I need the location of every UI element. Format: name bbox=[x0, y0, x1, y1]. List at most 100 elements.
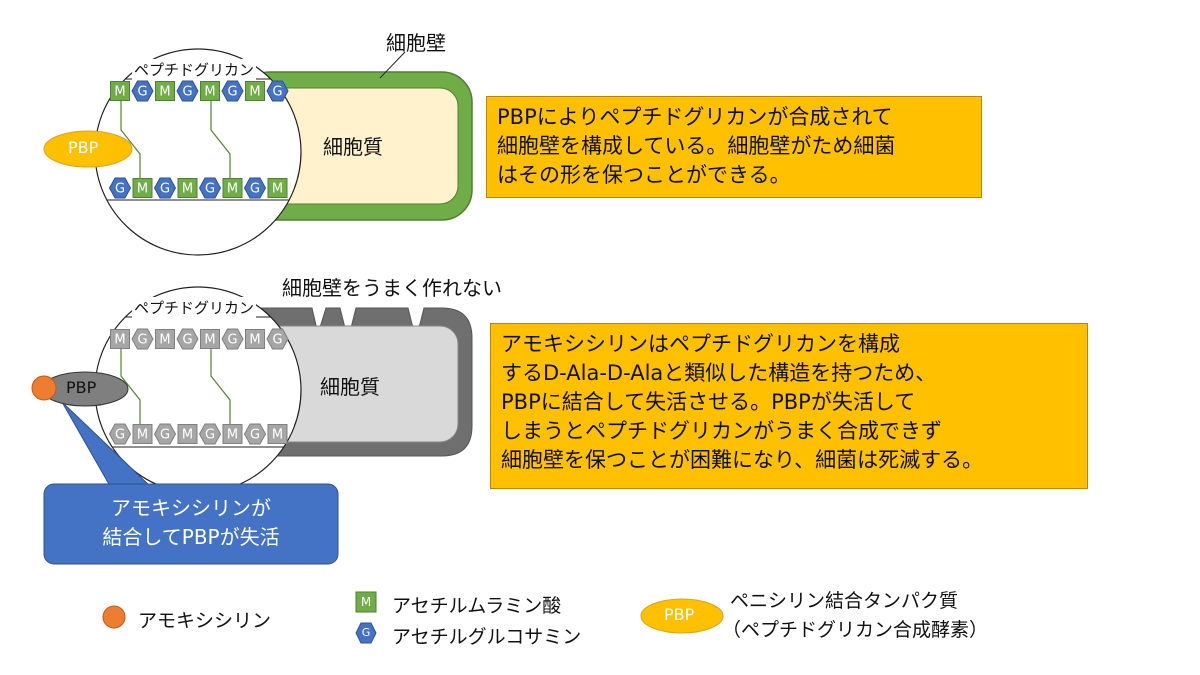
top-upper-glucosamine-unit bbox=[131, 80, 154, 102]
bottom-lower-glucosamine-unit bbox=[153, 423, 177, 445]
bottom-peptidoglycan-label: ペプチドグリカン bbox=[132, 297, 257, 318]
top-lower-glucosamine-unit bbox=[108, 177, 132, 199]
bottom-upper-glucosamine-unit bbox=[266, 328, 289, 350]
top-lower-muramic-unit bbox=[132, 178, 153, 198]
legend-g-icon bbox=[355, 622, 377, 644]
legend-m-symbol: M bbox=[360, 595, 372, 609]
bottom-upper-unit-letter: M bbox=[114, 333, 125, 348]
top-upper-unit-letter: M bbox=[204, 85, 215, 100]
callout-box bbox=[43, 483, 339, 565]
top-crosslink-1 bbox=[120, 101, 141, 179]
top-pbp-label: PBP bbox=[68, 138, 99, 157]
top-upper-unit-letter: M bbox=[249, 85, 260, 100]
bottom-upper-muramic-unit bbox=[200, 329, 220, 349]
bottom-lower-unit-letter: G bbox=[205, 428, 215, 443]
bottom-lower-muramic-unit bbox=[222, 424, 243, 444]
bottom-upper-glucosamine-unit bbox=[176, 328, 199, 350]
top-lower-muramic-unit bbox=[177, 178, 198, 198]
bottom-upper-muramic-unit bbox=[155, 329, 175, 349]
top-lower-glucosamine-unit bbox=[243, 177, 267, 199]
bottom-upper-unit-letter: G bbox=[227, 333, 237, 348]
top-wall-leader-line bbox=[379, 51, 406, 79]
top-upper-muramic-unit bbox=[245, 81, 265, 101]
top-upper-unit-letter: G bbox=[137, 85, 147, 100]
bottom-lower-unit-letter: G bbox=[115, 428, 125, 443]
bottom-lower-glucosamine-unit bbox=[108, 423, 132, 445]
bottom-crosslink-1 bbox=[120, 349, 141, 425]
bottom-upper-glucosamine-unit bbox=[131, 328, 154, 350]
bottom-explanation-box: アモキシシリンはペプチドグリカンを構成 するD-Ala-D-Alaと類似した構造… bbox=[490, 323, 1088, 489]
bottom-lower-unit-letter: M bbox=[272, 428, 283, 443]
top-lower-unit-letter: G bbox=[160, 182, 170, 197]
bottom-upper-muramic-unit bbox=[110, 329, 130, 349]
top-lower-unit-letter: M bbox=[272, 182, 283, 197]
top-upper-muramic-unit bbox=[155, 81, 175, 101]
top-upper-unit-letter: M bbox=[159, 85, 170, 100]
bottom-lower-unit-letter: M bbox=[137, 428, 148, 443]
bottom-upper-unit-letter: G bbox=[272, 333, 282, 348]
legend-amoxicillin-icon bbox=[102, 605, 126, 629]
legend-pbp-label-line2: （ペプチドグリカン合成酵素） bbox=[722, 619, 989, 641]
bottom-upper-unit-letter: M bbox=[204, 333, 215, 348]
top-lower-unit-letter: M bbox=[227, 182, 238, 197]
amoxicillin-molecule bbox=[31, 375, 57, 401]
legend-g-symbol: G bbox=[361, 626, 371, 639]
bottom-upper-unit-letter: G bbox=[182, 333, 192, 348]
top-lower-unit-letter: M bbox=[137, 182, 148, 197]
bottom-cytoplasm-label: 細胞質 bbox=[320, 375, 380, 399]
top-lower-unit-letter: M bbox=[182, 182, 193, 197]
bottom-lower-unit-letter: G bbox=[160, 428, 170, 443]
legend-pbp-icon bbox=[640, 598, 724, 634]
bottom-pbp-label: PBP bbox=[66, 378, 97, 397]
top-lower-glucosamine-unit bbox=[198, 177, 222, 199]
legend-g-label: アセチルグルコサミン bbox=[392, 626, 582, 648]
top-peptidoglycan-label: ペプチドグリカン bbox=[132, 59, 257, 80]
legend-amoxicillin-label: アモキシシリン bbox=[138, 610, 272, 632]
top-cell-wall-label: 細胞壁 bbox=[386, 31, 446, 55]
bottom-lower-muramic-unit bbox=[267, 424, 288, 444]
legend-m-label: アセチルムラミン酸 bbox=[392, 595, 562, 617]
top-upper-glucosamine-unit bbox=[221, 80, 244, 102]
bottom-lower-unit-letter: M bbox=[227, 428, 238, 443]
bottom-lower-muramic-unit bbox=[132, 424, 153, 444]
legend-pbp-label-line1: ペニシリン結合タンパク質 bbox=[730, 590, 959, 612]
top-lower-muramic-unit bbox=[267, 178, 288, 198]
top-upper-unit-letter: G bbox=[227, 85, 237, 100]
legend-m-icon bbox=[355, 591, 377, 613]
top-explanation-box: PBPによりペプチドグリカンが合成されて 細胞壁を構成している。細胞壁がため細菌… bbox=[486, 96, 982, 198]
top-cytoplasm-label: 細胞質 bbox=[323, 135, 383, 159]
top-lower-muramic-unit bbox=[222, 178, 243, 198]
legend-pbp-symbol: PBP bbox=[664, 605, 695, 624]
top-upper-muramic-unit bbox=[200, 81, 220, 101]
bottom-lower-glucosamine-unit bbox=[198, 423, 222, 445]
top-upper-unit-letter: M bbox=[114, 85, 125, 100]
bottom-upper-muramic-unit bbox=[245, 329, 265, 349]
bottom-crosslink-2 bbox=[210, 349, 231, 425]
top-lower-glucosamine-unit bbox=[153, 177, 177, 199]
legend bbox=[102, 591, 724, 644]
top-crosslink-2 bbox=[210, 101, 231, 179]
top-upper-glucosamine-unit bbox=[176, 80, 199, 102]
bottom-upper-unit-letter: M bbox=[159, 333, 170, 348]
top-upper-unit-letter: G bbox=[182, 85, 192, 100]
top-lower-unit-letter: G bbox=[250, 182, 260, 197]
top-upper-unit-letter: G bbox=[272, 85, 282, 100]
bottom-wall-failure-label: 細胞壁をうまく作れない bbox=[282, 276, 502, 300]
bottom-upper-unit-letter: M bbox=[249, 333, 260, 348]
bottom-upper-unit-letter: G bbox=[137, 333, 147, 348]
bottom-lower-muramic-unit bbox=[177, 424, 198, 444]
bottom-lower-unit-letter: M bbox=[182, 428, 193, 443]
top-lower-unit-letter: G bbox=[205, 182, 215, 197]
top-upper-glucosamine-unit bbox=[266, 80, 289, 102]
bottom-lower-glucosamine-unit bbox=[243, 423, 267, 445]
top-lower-unit-letter: G bbox=[115, 182, 125, 197]
bottom-upper-glucosamine-unit bbox=[221, 328, 244, 350]
top-pbp-enzyme bbox=[43, 130, 133, 168]
